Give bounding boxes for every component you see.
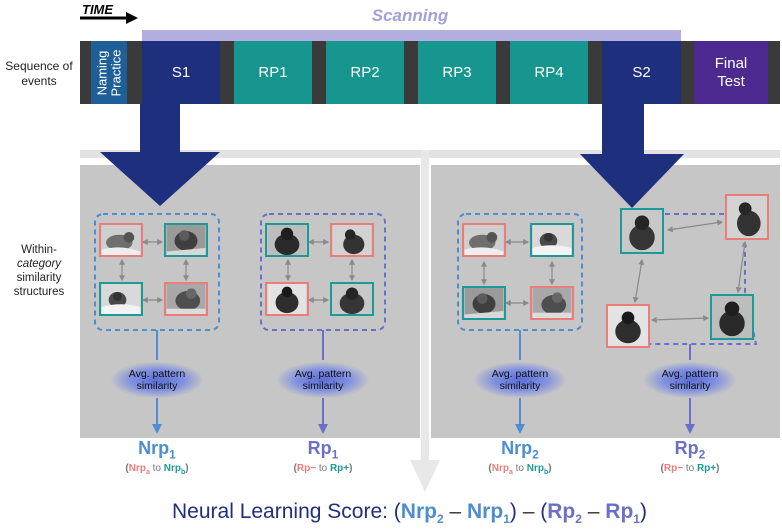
segment-s2: S2 bbox=[602, 41, 681, 104]
time-arrow-icon bbox=[80, 12, 138, 24]
s1-down-arrow-icon bbox=[100, 104, 220, 206]
score-rp2: Rp2 bbox=[674, 438, 706, 462]
time-label: TIME bbox=[82, 2, 114, 17]
score-nrp2: Nrp2 bbox=[501, 438, 539, 462]
neural-learning-score: Neural Learning Score: (Nrp2 – Nrp1) – (… bbox=[172, 500, 647, 527]
segment-rp2: RP2 bbox=[326, 41, 404, 104]
otter-image bbox=[99, 282, 143, 316]
cluster-nrp1-box bbox=[94, 213, 220, 331]
segment-rp1: RP1 bbox=[234, 41, 312, 104]
center-down-arrow-icon bbox=[410, 150, 440, 492]
gorilla-image bbox=[265, 223, 309, 257]
otter-image bbox=[99, 223, 143, 257]
divider-band bbox=[80, 150, 780, 158]
scanning-bar bbox=[142, 30, 681, 41]
score-nrp1-desc: (Nrpa to Nrpb) bbox=[125, 463, 189, 476]
gorilla-image bbox=[725, 194, 769, 240]
cluster-rp1-box bbox=[260, 213, 386, 331]
gorilla-image bbox=[620, 208, 664, 254]
otter-image bbox=[164, 223, 208, 257]
gorilla-image bbox=[265, 282, 309, 316]
gorilla-image bbox=[710, 294, 754, 340]
otter-image bbox=[462, 286, 506, 320]
segment-naming-practice: Naming Practice bbox=[91, 41, 127, 104]
score-rp1-desc: (Rp− to Rp+) bbox=[293, 463, 353, 474]
cluster-nrp2-box bbox=[457, 213, 583, 331]
scanning-label: Scanning bbox=[371, 6, 449, 25]
similarity-row-label: Within- category similarity structures bbox=[13, 244, 65, 298]
s2-down-arrow-icon bbox=[580, 104, 684, 208]
gorilla-image bbox=[330, 223, 374, 257]
score-rp1: Rp1 bbox=[307, 438, 339, 462]
otter-image bbox=[462, 223, 506, 257]
segment-rp3: RP3 bbox=[418, 41, 496, 104]
score-rp2-desc: (Rp− to Rp+) bbox=[660, 463, 720, 474]
otter-image bbox=[530, 223, 574, 257]
gorilla-image bbox=[330, 282, 374, 316]
segment-s1: S1 bbox=[142, 41, 220, 104]
segment-final-test: Final Test bbox=[694, 41, 768, 104]
sequence-row-label: Sequence of events bbox=[5, 59, 73, 88]
score-nrp1: Nrp1 bbox=[138, 438, 176, 462]
otter-image bbox=[530, 286, 574, 320]
otter-image bbox=[164, 282, 208, 316]
score-nrp2-desc: (Nrpa to Nrpb) bbox=[488, 463, 552, 476]
segment-rp4: RP4 bbox=[510, 41, 588, 104]
gorilla-image bbox=[606, 304, 650, 348]
